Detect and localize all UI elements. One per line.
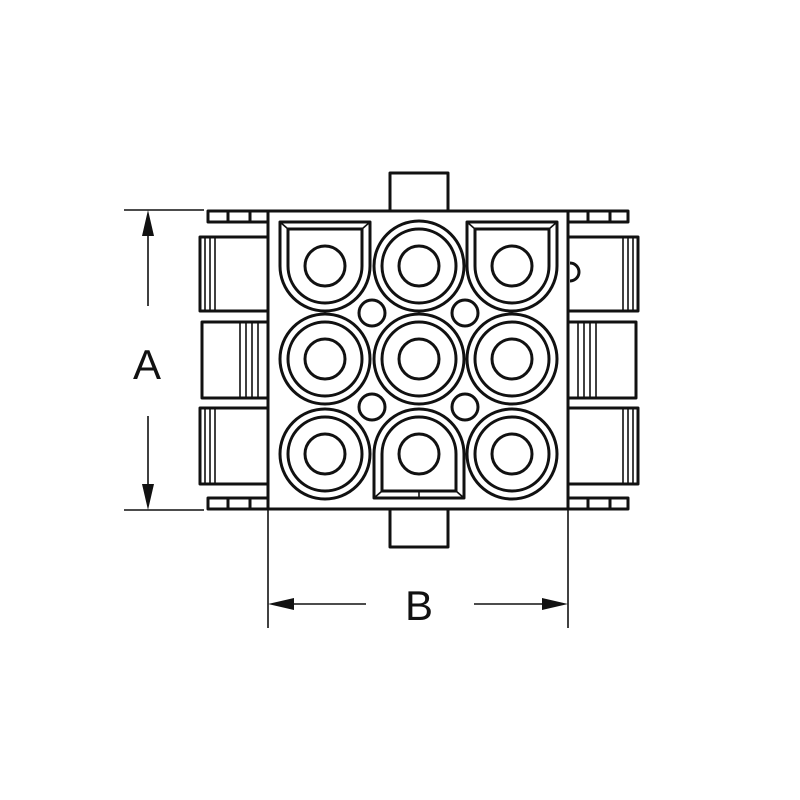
dimension-b [267, 506, 569, 628]
contact-holes [303, 244, 534, 476]
dimension-b-label: B [405, 582, 433, 629]
right-latches [566, 235, 640, 486]
bottom-flange [206, 496, 630, 511]
insert-body [266, 209, 570, 511]
top-locking-tab [388, 171, 450, 213]
dimension-a-label: A [133, 341, 161, 388]
round-chambers [278, 219, 559, 501]
dimension-a [124, 209, 204, 511]
coded-chambers [278, 220, 559, 500]
left-latches [198, 235, 270, 486]
coding-pins [357, 298, 480, 422]
bottom-locking-tab [388, 507, 450, 549]
